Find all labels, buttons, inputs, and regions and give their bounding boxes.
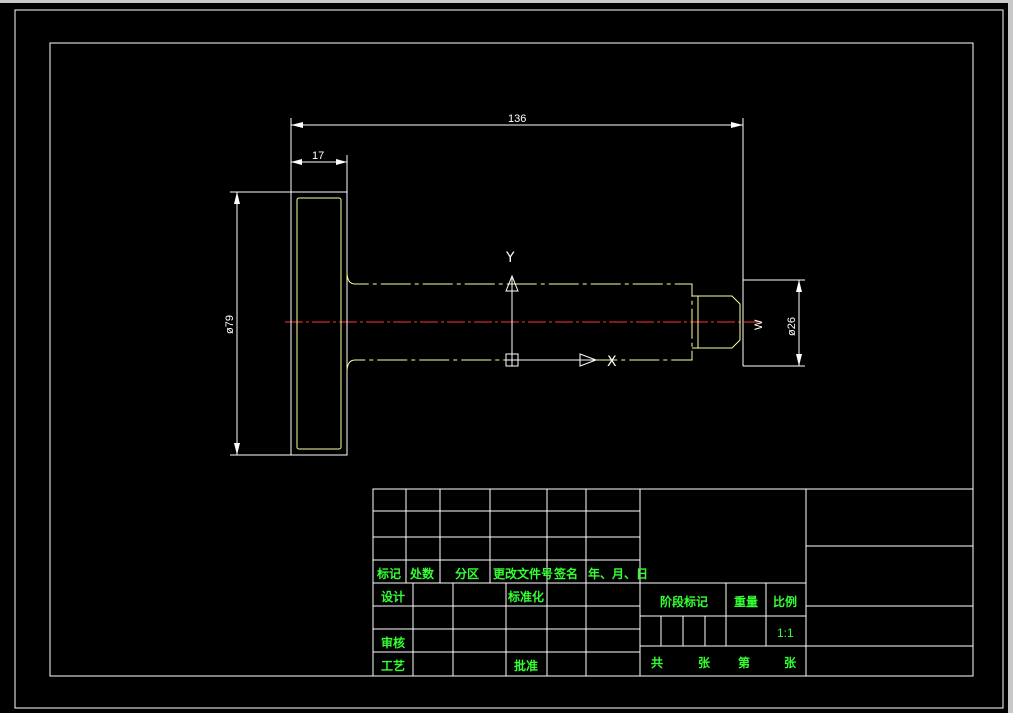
tb-scale-value: 1:1: [777, 626, 794, 640]
shaft-outline: [346, 271, 693, 373]
shaft-end-step: [692, 295, 741, 349]
tb-header-mark: 标记: [376, 566, 401, 581]
window-top-bar: [0, 0, 1013, 3]
tb-process: 工艺: [381, 658, 405, 673]
dim-136-arrow-left: [291, 122, 303, 128]
tb-header-change-doc: 更改文件号: [493, 566, 553, 581]
dim-136-arrow-right: [731, 122, 743, 128]
dim-79-arrow-top: [234, 192, 240, 204]
tb-header-signature: 签名: [553, 566, 578, 581]
tb-scale: 比例: [773, 594, 797, 609]
end-label: W: [753, 319, 765, 330]
dim-17-arrow-left: [291, 159, 302, 165]
title-block: [372, 488, 974, 677]
ucs-x-arrow: [579, 353, 598, 367]
tb-header-zone: 分区: [455, 566, 479, 581]
tb-header-date: 年、月、日: [588, 566, 648, 581]
ucs-y-label: Y: [505, 250, 515, 266]
tb-sheet-1: 张: [698, 655, 711, 670]
dim-flange-diameter: ø79: [224, 315, 236, 334]
tb-number: 第: [738, 655, 750, 670]
tb-review: 审核: [381, 635, 405, 650]
dim-26-arrow-bottom: [796, 354, 802, 366]
dim-shaft-diameter: ø26: [786, 317, 798, 336]
outer-frame: [14, 9, 1004, 709]
dim-overall-length: 136: [508, 113, 526, 125]
dim-79-arrow-bottom: [234, 443, 240, 455]
tb-weight: 重量: [734, 594, 758, 609]
tb-stage-mark: 阶段标记: [660, 594, 708, 609]
dim-17-arrow-right: [336, 159, 347, 165]
ucs-x-label: X: [607, 354, 617, 370]
tb-approve: 批准: [514, 658, 538, 673]
dim-26-arrow-top: [796, 280, 802, 292]
flange-outline: [290, 191, 348, 456]
flange-inner: [296, 197, 342, 450]
ucs-y-arrow: [505, 274, 519, 292]
tb-sheet-2: 张: [784, 655, 797, 670]
vertical-scrollbar[interactable]: [1008, 3, 1013, 713]
tb-total: 共: [651, 655, 663, 670]
tb-design: 设计: [381, 589, 405, 604]
dim-flange-thickness: 17: [312, 150, 324, 162]
tb-standardization: 标准化: [507, 589, 544, 604]
tb-header-count: 处数: [409, 566, 435, 581]
